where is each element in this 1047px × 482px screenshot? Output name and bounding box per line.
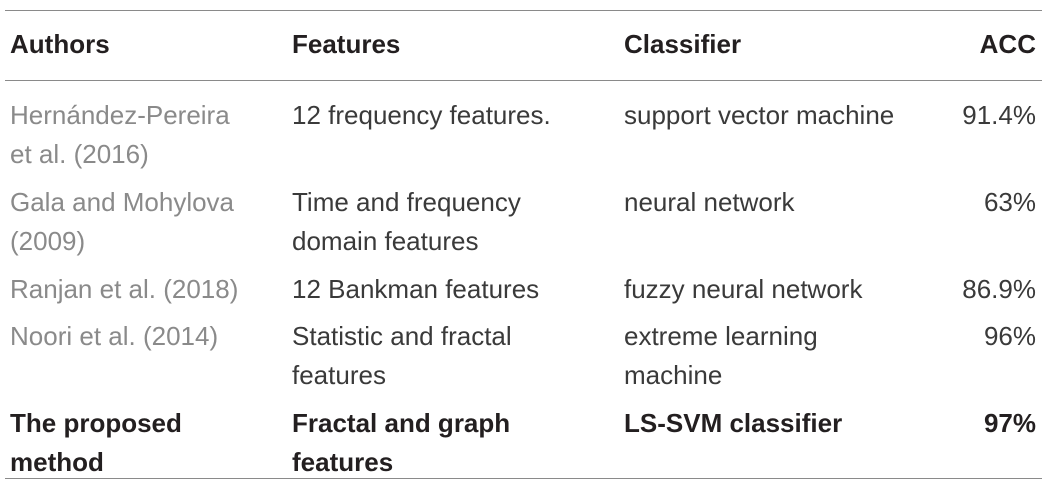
row-3-author: Ranjan et al. (2018) <box>10 274 239 304</box>
row-1-features: 12 frequency features. <box>292 100 551 130</box>
row-5-features-line1: Fractal and graph <box>292 408 511 438</box>
row-2-features-line2: domain features <box>292 226 479 256</box>
row-5-classifier: LS-SVM classifier <box>624 408 843 438</box>
row-5-author-line2: method <box>10 447 104 477</box>
row-2-author-line1: Gala and Mohylova <box>10 187 235 217</box>
row-3-acc: 86.9% <box>962 274 1036 304</box>
row-4-acc: 96% <box>983 321 1036 351</box>
row-1-author-line2: et al. (2016) <box>10 139 149 169</box>
row-5-author-line1: The proposed <box>10 408 182 438</box>
row-1-author-line1: Hernández-Pereira <box>10 100 230 130</box>
header-classifier: Classifier <box>624 29 742 59</box>
row-2-acc: 63% <box>983 187 1036 217</box>
table-bottom-rule <box>5 478 1042 479</box>
row-3-classifier: fuzzy neural network <box>624 274 863 304</box>
header-features: Features <box>292 29 401 59</box>
row-4-classifier-line1: extreme learning <box>624 321 818 351</box>
row-4-features-line2: features <box>292 360 386 390</box>
table-top-rule <box>5 10 1042 11</box>
row-2-features-line1: Time and frequency <box>292 187 521 217</box>
row-4-features-line1: Statistic and fractal <box>292 321 512 351</box>
row-5-features-line2: features <box>292 447 394 477</box>
header-authors: Authors <box>10 29 110 59</box>
row-2-classifier: neural network <box>624 187 795 217</box>
row-5-acc: 97% <box>983 408 1036 438</box>
table-header-rule <box>5 80 1042 81</box>
row-3-features: 12 Bankman features <box>292 274 540 304</box>
row-1-classifier: support vector machine <box>624 100 895 130</box>
row-4-author: Noori et al. (2014) <box>10 321 219 351</box>
row-4-classifier-line2: machine <box>624 360 723 390</box>
row-2-author-line2: (2009) <box>10 226 86 256</box>
header-acc: ACC <box>979 29 1036 59</box>
row-1-acc: 91.4% <box>962 100 1036 130</box>
